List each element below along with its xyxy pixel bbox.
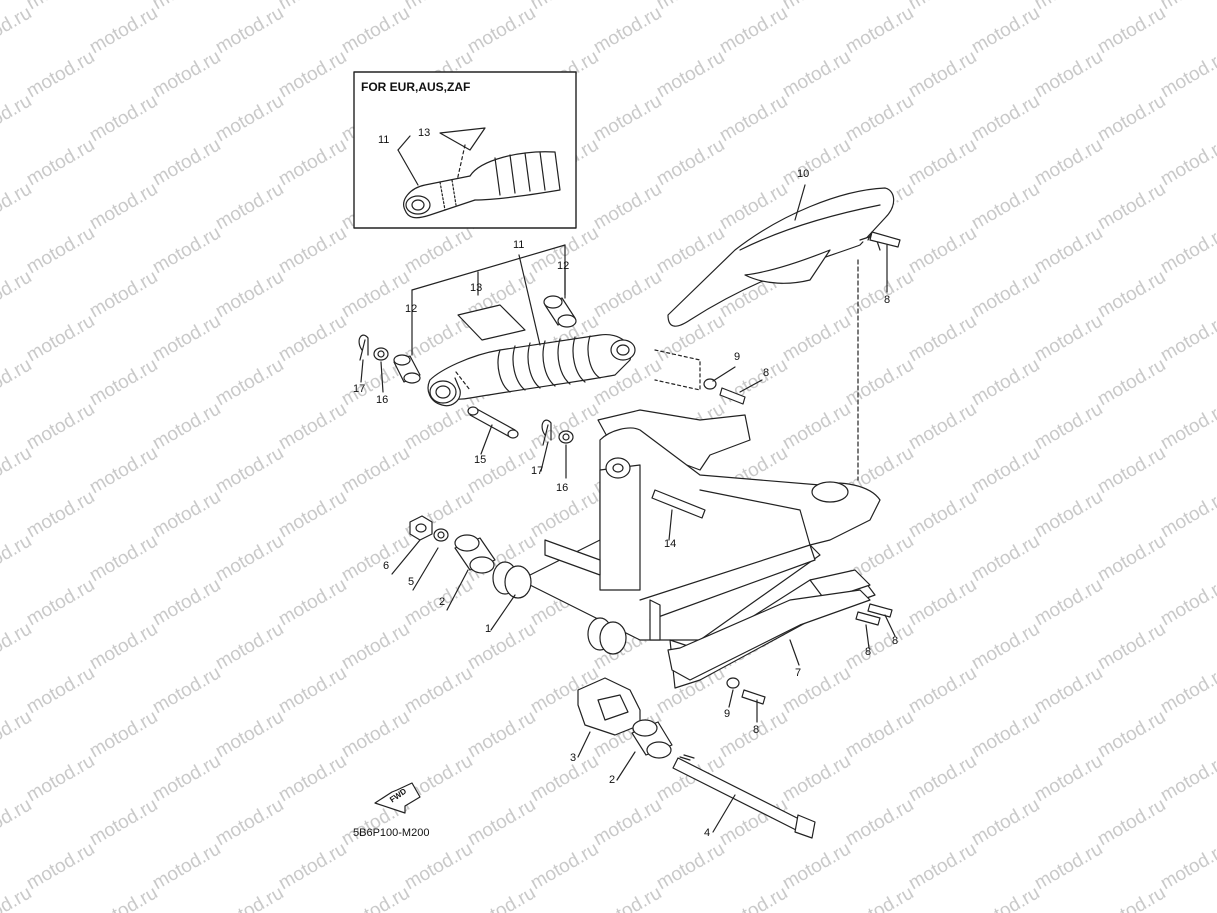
bolt-8-bottom — [741, 689, 766, 705]
callout-3: 3 — [570, 752, 577, 764]
bolt-8-right-a — [855, 611, 881, 626]
diagram-code: 5B6P100-M200 — [353, 827, 430, 839]
nut-6 — [409, 515, 433, 541]
washer-16-right — [558, 430, 574, 444]
chain-cover — [667, 187, 895, 327]
callout-9: 9 — [724, 708, 731, 720]
bolt-8-right-b — [867, 603, 893, 618]
inset-box — [353, 71, 577, 229]
callout-6: 6 — [383, 560, 390, 572]
bolt-15 — [467, 406, 519, 439]
collar-right — [543, 295, 577, 328]
callout-17: 17 — [531, 465, 544, 477]
bush-2-top — [454, 534, 496, 574]
cotter-pin-right — [541, 419, 552, 446]
callout-11: 11 — [513, 239, 525, 251]
callout-8: 8 — [892, 635, 899, 647]
callout-12: 12 — [557, 260, 570, 272]
washer-16-left — [373, 347, 389, 361]
callout-16: 16 — [556, 482, 569, 494]
inset-title: FOR EUR,AUS,ZAF — [361, 80, 471, 94]
callout-4: 4 — [704, 827, 711, 839]
chain-slider — [667, 589, 871, 681]
callout-13-inset: 13 — [418, 127, 431, 139]
callout-1: 1 — [485, 623, 492, 635]
callout-8: 8 — [865, 646, 872, 658]
callout-2: 2 — [439, 596, 446, 608]
cotter-pin-left — [358, 334, 369, 361]
bolt-8-mid — [719, 387, 746, 405]
callout-16: 16 — [376, 394, 389, 406]
callout-15: 15 — [474, 454, 487, 466]
callout-10: 10 — [797, 168, 810, 180]
rear-shock-absorber — [427, 333, 636, 407]
bolt-8-top — [867, 231, 901, 248]
callout-2: 2 — [609, 774, 616, 786]
washer-5 — [433, 528, 449, 542]
washer-9-bottom — [726, 677, 740, 689]
callout-8: 8 — [763, 367, 770, 379]
callout-17: 17 — [353, 383, 366, 395]
fwd-arrow — [374, 782, 421, 814]
pivot-shaft-4 — [672, 754, 816, 839]
callout-13: 13 — [470, 282, 483, 294]
inset-shock-absorber — [397, 127, 561, 219]
callout-14: 14 — [664, 538, 677, 550]
callout-9: 9 — [734, 351, 741, 363]
callout-11-inset: 11 — [378, 134, 390, 146]
bolt-14 — [651, 489, 706, 519]
caution-label — [457, 304, 526, 341]
chain-guide-3 — [577, 677, 641, 736]
callout-7: 7 — [795, 667, 802, 679]
callout-8: 8 — [884, 294, 891, 306]
collar-left — [393, 354, 421, 384]
bush-2-bottom — [631, 719, 673, 759]
callout-5: 5 — [408, 576, 415, 588]
callout-8: 8 — [753, 724, 760, 736]
callout-12: 12 — [405, 303, 418, 315]
